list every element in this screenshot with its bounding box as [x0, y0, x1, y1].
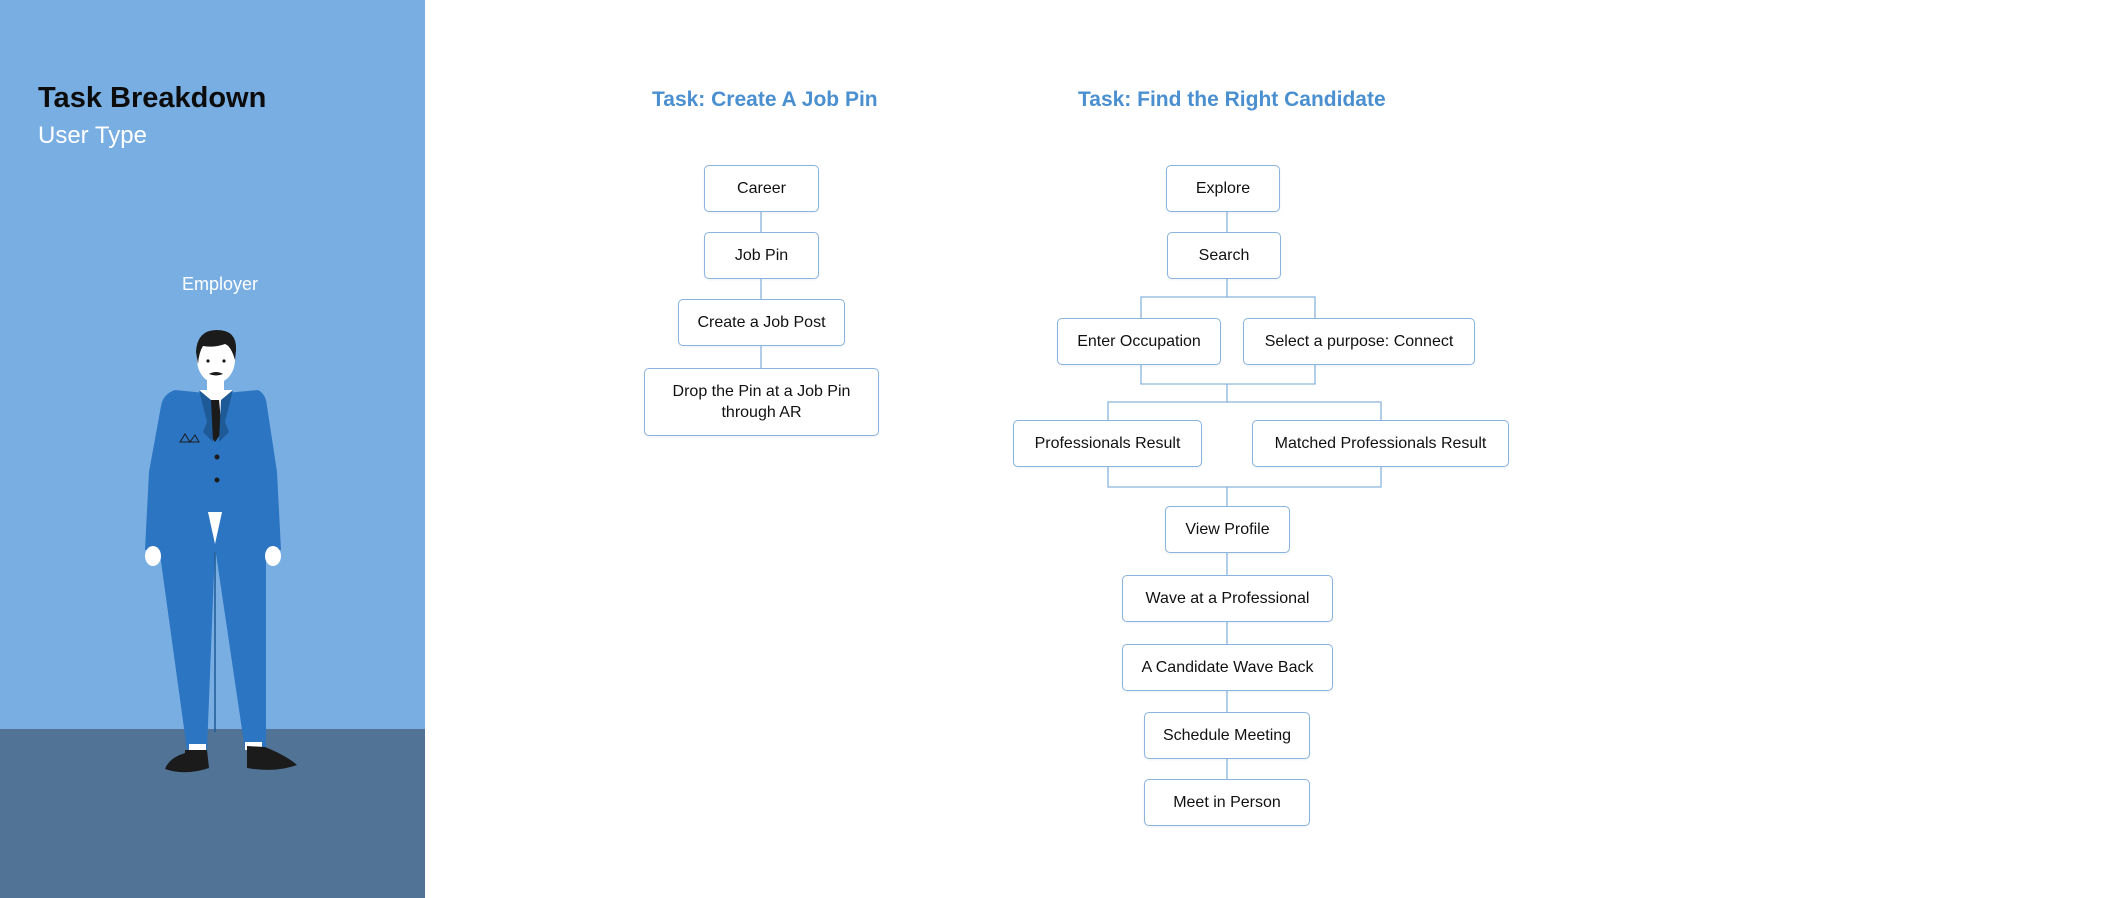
step-wave-at-professional: Wave at a Professional — [1122, 575, 1333, 622]
step-explore: Explore — [1166, 165, 1280, 212]
task2-connectors — [1107, 212, 1382, 779]
step-schedule-meeting: Schedule Meeting — [1144, 712, 1310, 759]
step-view-profile: View Profile — [1165, 506, 1290, 553]
floor — [0, 729, 425, 898]
employer-figure-illustration — [145, 330, 297, 773]
user-type-panel: Task Breakdown User Type Employer — [0, 0, 425, 898]
step-candidate-wave-back: A Candidate Wave Back — [1122, 644, 1333, 691]
page-subtitle: User Type — [38, 122, 147, 149]
step-matched-professionals-result: Matched Professionals Result — [1252, 420, 1509, 467]
task-create-job-pin-title: Task: Create A Job Pin — [652, 88, 878, 111]
step-meet-in-person: Meet in Person — [1144, 779, 1310, 826]
step-enter-occupation: Enter Occupation — [1057, 318, 1221, 365]
user-type-label: Employer — [181, 274, 259, 294]
step-professionals-result: Professionals Result — [1013, 420, 1202, 467]
step-create-job-post: Create a Job Post — [678, 299, 845, 346]
task-find-candidate-title: Task: Find the Right Candidate — [1078, 88, 1386, 111]
step-select-purpose: Select a purpose: Connect — [1243, 318, 1475, 365]
step-search: Search — [1167, 232, 1281, 279]
step-job-pin: Job Pin — [704, 232, 819, 279]
step-drop-pin-ar: Drop the Pin at a Job Pin through AR — [644, 368, 879, 436]
page-title: Task Breakdown — [38, 82, 267, 114]
step-career: Career — [704, 165, 819, 212]
